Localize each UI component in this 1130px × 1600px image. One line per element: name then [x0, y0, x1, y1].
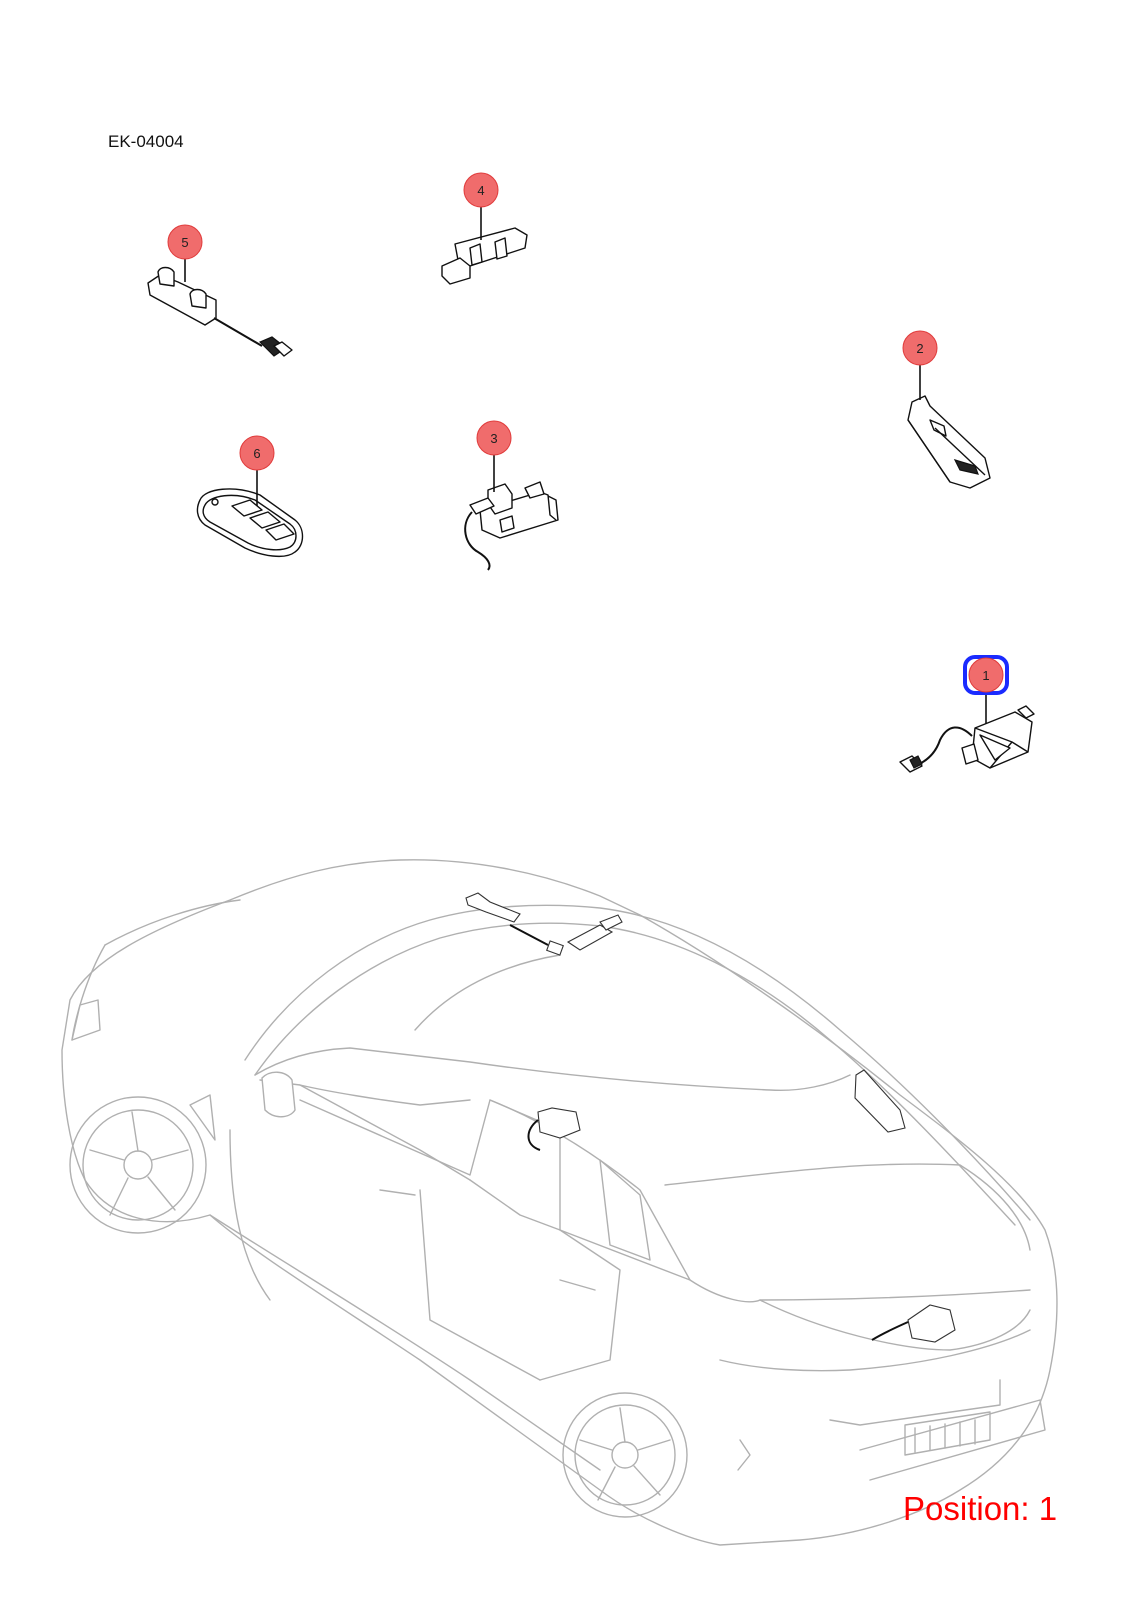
callout-2[interactable]: 2 [902, 330, 938, 366]
callout-4[interactable]: 4 [463, 172, 499, 208]
car-installed-parts [465, 892, 956, 1343]
callout-5-label: 5 [181, 235, 188, 250]
callout-5[interactable]: 5 [167, 224, 203, 260]
part-4-module[interactable] [441, 227, 528, 285]
callout-3[interactable]: 3 [476, 420, 512, 456]
selection-highlight [963, 655, 1009, 695]
callout-6[interactable]: 6 [239, 435, 275, 471]
leader-lines [184, 206, 987, 724]
callout-1[interactable]: 1 [968, 657, 1004, 693]
diagram-code: EK-04004 [108, 132, 184, 151]
callout-3-label: 3 [490, 431, 497, 446]
callout-6-label: 6 [253, 446, 260, 461]
part-2-antenna-module[interactable] [907, 395, 991, 489]
callout-1-label: 1 [982, 668, 989, 683]
callout-4-label: 4 [477, 183, 484, 198]
part-5-sensor-with-cable[interactable] [147, 266, 293, 357]
position-label: Position: 1 [903, 1490, 1058, 1527]
part-6-key-fob[interactable] [196, 488, 304, 558]
part-1-module-with-harness[interactable] [899, 705, 1035, 773]
callout-2-label: 2 [916, 341, 923, 356]
part-3-bracket-module[interactable] [464, 481, 559, 571]
car-outline [61, 859, 1058, 1546]
